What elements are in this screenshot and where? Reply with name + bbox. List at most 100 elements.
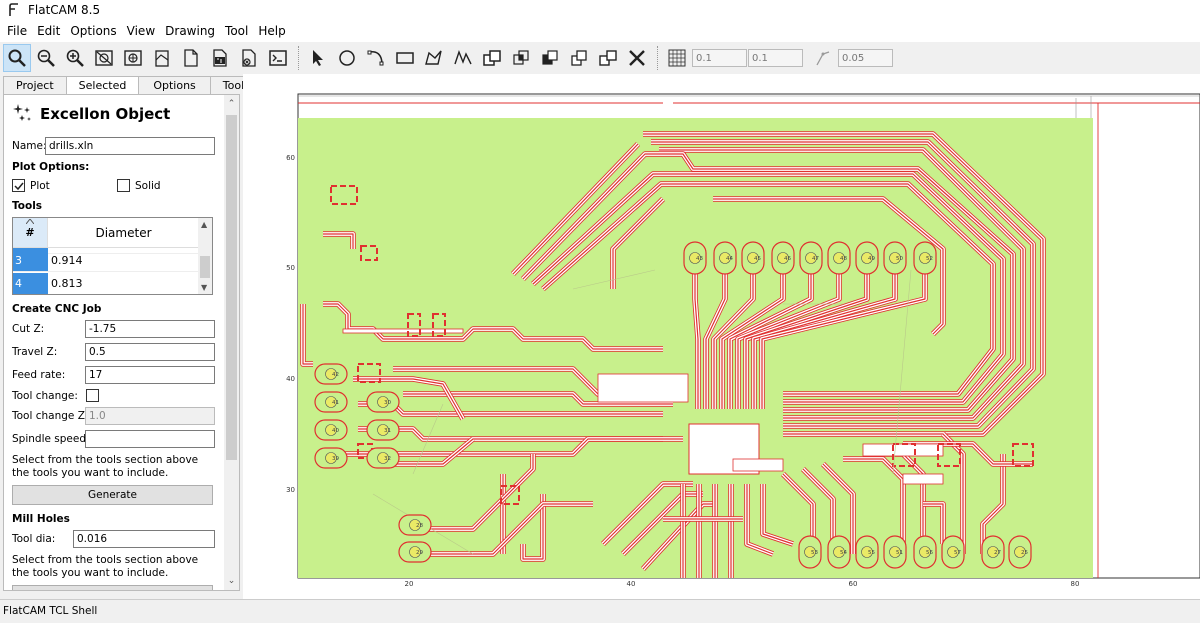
drill-hole[interactable] — [833, 546, 845, 558]
select-arrow-icon[interactable] — [304, 44, 332, 72]
tab-selected[interactable]: Selected — [65, 76, 140, 95]
spindle-speed-field[interactable] — [85, 430, 215, 448]
drill-hole[interactable] — [325, 452, 337, 464]
ok-file-icon[interactable] — [206, 44, 234, 72]
subtract-icon[interactable] — [536, 44, 564, 72]
name-field[interactable] — [45, 137, 215, 155]
menu-view[interactable]: View — [126, 24, 156, 38]
drill-hole[interactable] — [947, 546, 959, 558]
drill-hole[interactable] — [861, 252, 873, 264]
drill-hole[interactable] — [833, 252, 845, 264]
drill-hole[interactable] — [689, 252, 701, 264]
menu-tool[interactable]: Tool — [225, 24, 249, 38]
table-scroll-thumb[interactable] — [200, 256, 210, 278]
trace — [403, 503, 593, 555]
arc-icon[interactable] — [362, 44, 390, 72]
tcl-shell-label[interactable]: FlatCAM TCL Shell — [3, 605, 98, 617]
drill-hole[interactable] — [747, 252, 759, 264]
drill-hole[interactable] — [805, 252, 817, 264]
drill-hole[interactable] — [325, 396, 337, 408]
tool-change-z-field[interactable] — [85, 407, 215, 425]
menu-options[interactable]: Options — [70, 24, 117, 38]
drill-hole[interactable] — [409, 519, 421, 531]
drill-hole[interactable] — [987, 546, 999, 558]
trace — [705, 259, 726, 409]
travel-z-field[interactable] — [85, 343, 215, 361]
grid-snap-icon[interactable] — [663, 44, 691, 72]
tab-project[interactable]: Project — [3, 76, 67, 94]
zoom-in-icon[interactable] — [61, 44, 89, 72]
snap-corner-icon[interactable] — [809, 44, 837, 72]
delete-shape-icon[interactable] — [623, 44, 651, 72]
zoom-fit-icon[interactable] — [3, 44, 31, 72]
tool-change-checkbox[interactable] — [86, 389, 99, 402]
path-icon[interactable] — [449, 44, 477, 72]
drill-hole[interactable] — [889, 546, 901, 558]
delete-file-icon[interactable] — [235, 44, 263, 72]
drill-hole[interactable] — [777, 252, 789, 264]
drill-hole[interactable] — [889, 252, 901, 264]
table-scroll-up-icon[interactable]: ▲ — [201, 220, 208, 229]
new-geometry-icon[interactable] — [148, 44, 176, 72]
menu-edit[interactable]: Edit — [37, 24, 61, 38]
copper-traces — [300, 131, 1046, 578]
menu-help[interactable]: Help — [258, 24, 286, 38]
pad-number-label: 49 — [868, 256, 875, 262]
panel-scroll-thumb[interactable] — [226, 115, 237, 460]
circle-icon[interactable] — [333, 44, 361, 72]
drill-hole[interactable] — [325, 424, 337, 436]
pad-number-label: 43 — [696, 256, 703, 262]
panel-scrollbar[interactable]: ⌃ ⌄ — [224, 95, 239, 590]
menu-drawing[interactable]: Drawing — [165, 24, 216, 38]
generate-button[interactable]: Generate — [12, 485, 213, 505]
col-number-label: # — [25, 226, 35, 239]
clear-plot-icon[interactable] — [90, 44, 118, 72]
zoom-out-icon[interactable] — [32, 44, 60, 72]
table-row[interactable] — [13, 248, 199, 254]
rectangle-icon[interactable] — [391, 44, 419, 72]
tool-dia-field[interactable] — [73, 530, 215, 548]
plot-checkbox[interactable] — [12, 179, 25, 192]
drill-hole[interactable] — [804, 546, 816, 558]
table-row[interactable]: 4 0.813 — [13, 273, 199, 294]
grid-y-input[interactable] — [748, 49, 803, 67]
scroll-up-icon[interactable]: ⌃ — [227, 99, 236, 109]
drill-hole[interactable] — [1014, 546, 1026, 558]
drill-hole[interactable] — [861, 546, 873, 558]
grid-x-input[interactable] — [692, 49, 747, 67]
intersection-icon[interactable] — [507, 44, 535, 72]
drill-hole[interactable] — [409, 546, 421, 558]
polygon-icon[interactable] — [420, 44, 448, 72]
cut-z-field[interactable] — [85, 320, 215, 338]
col-diameter-header[interactable]: Diameter — [95, 225, 152, 240]
table-row[interactable]: 3 0.914 — [13, 250, 199, 272]
drill-hole[interactable] — [377, 396, 389, 408]
new-file-icon[interactable] — [177, 44, 205, 72]
generate-mill-button[interactable] — [12, 585, 213, 590]
menu-file[interactable]: File — [7, 24, 28, 38]
drill-hole[interactable] — [919, 252, 931, 264]
drill-hole[interactable] — [377, 452, 389, 464]
replot-icon[interactable] — [119, 44, 147, 72]
union-icon[interactable] — [478, 44, 506, 72]
cut-path-icon[interactable] — [565, 44, 593, 72]
solid-checkbox[interactable] — [117, 179, 130, 192]
drill-hole[interactable] — [719, 252, 731, 264]
drill-hole[interactable] — [919, 546, 931, 558]
solid-label: Solid — [135, 180, 161, 192]
col-number-header[interactable]: # — [13, 218, 48, 247]
snap-max-input[interactable] — [838, 49, 893, 67]
copy-shape-icon[interactable] — [594, 44, 622, 72]
drill-hole[interactable] — [325, 368, 337, 380]
table-scrollbar[interactable]: ▲ ▼ — [198, 218, 212, 294]
notebook-tabs: Project Selected Options Tool — [3, 76, 258, 95]
feed-rate-field[interactable] — [85, 366, 215, 384]
trace — [713, 259, 754, 409]
tab-options[interactable]: Options — [138, 76, 211, 94]
scroll-down-icon[interactable]: ⌄ — [227, 576, 236, 586]
table-scroll-down-icon[interactable]: ▼ — [201, 283, 208, 292]
shell-icon[interactable] — [264, 44, 292, 72]
drill-hole[interactable] — [377, 424, 389, 436]
